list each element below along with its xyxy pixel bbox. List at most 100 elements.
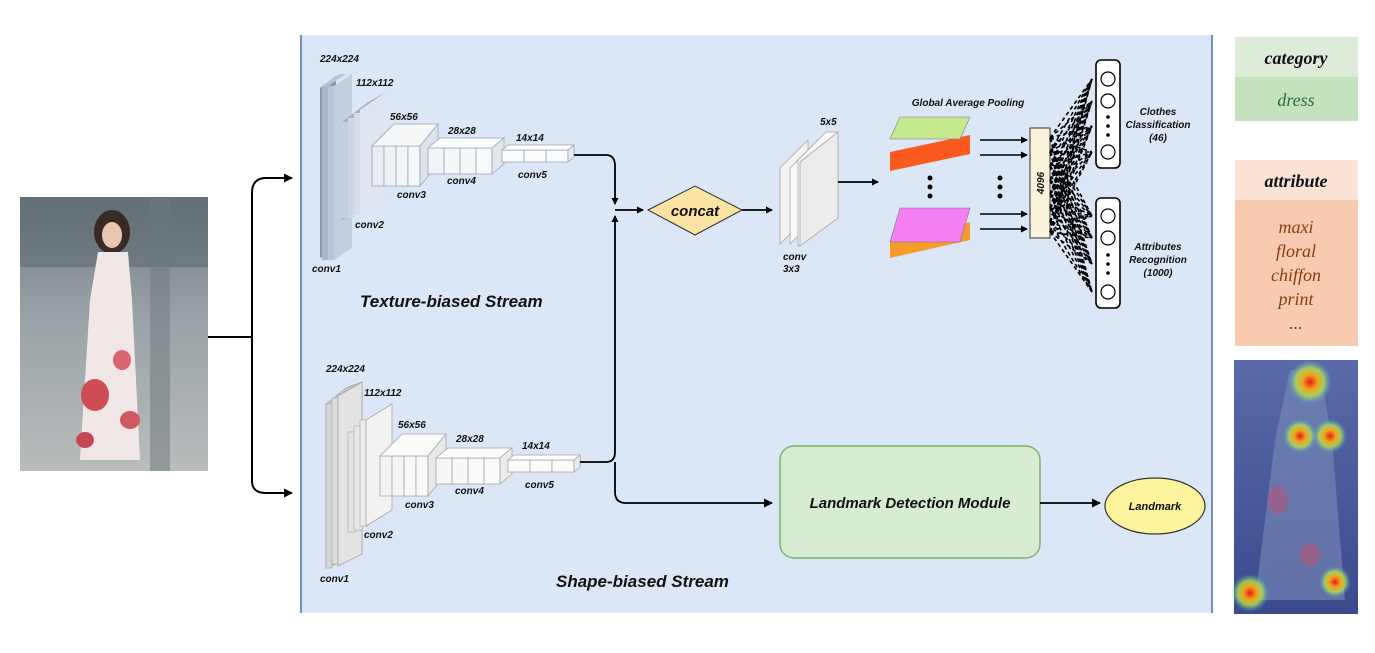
- texture-to-concat-arrow: [574, 154, 619, 205]
- texture-size-28: 28x28: [447, 126, 476, 137]
- texture-stream-title: Texture-biased Stream: [360, 292, 543, 311]
- fc-dashed-line: [1049, 207, 1093, 265]
- fc-dashed-line: [1049, 215, 1093, 233]
- input-branch-lines: [208, 193, 253, 481]
- concat-label: concat: [671, 203, 720, 220]
- shape-size-56: 56x56: [398, 420, 426, 431]
- fc-dashed-line: [1049, 207, 1093, 293]
- fc-dashed-line: [1049, 165, 1093, 265]
- fc-dashed-line: [1049, 125, 1093, 209]
- shape-stream-title: Shape-biased Stream: [556, 572, 729, 591]
- fc-dashed-line: [1049, 215, 1093, 223]
- texture-conv-blocks: [320, 74, 576, 260]
- texture-layer-conv3: conv3: [397, 190, 426, 201]
- fc-dashed-line: [1049, 100, 1093, 139]
- gap-map-orange-red: [890, 135, 970, 171]
- fc-dashed-line: [1049, 78, 1093, 233]
- texture-size-112: 112x112: [356, 78, 394, 89]
- fc-dashed-line: [1049, 125, 1093, 233]
- texture-layer-conv4: conv4: [447, 176, 476, 187]
- fc-dashed-line: [1049, 125, 1093, 223]
- attribute-value-box: [1235, 200, 1358, 346]
- fc-label: 4096: [1036, 171, 1047, 195]
- fc-dashed-line: [1049, 78, 1093, 223]
- texture-size-224: 224x224: [319, 54, 359, 65]
- fc-dashed-line: [1049, 151, 1093, 265]
- attributes-label-line2: Recognition: [1129, 255, 1187, 266]
- fc-dashed-line: [1049, 151, 1093, 181]
- fc-dashed-line: [1049, 125, 1093, 153]
- attribute-value-1: maxi: [1279, 217, 1314, 237]
- fc-dashed-connections: [1049, 78, 1093, 293]
- fc-dashed-line: [1049, 151, 1093, 217]
- classification-label-line3: (46): [1149, 133, 1167, 144]
- fc-dashed-line: [1049, 125, 1093, 181]
- gap-label: Global Average Pooling: [912, 98, 1024, 109]
- shape-to-landmark-arrow: [614, 462, 773, 508]
- fusion-conv-size: 5x5: [820, 117, 837, 128]
- attributes-label-line3: (1000): [1144, 268, 1174, 279]
- fusion-conv-block: [779, 131, 839, 247]
- fc-dashed-line: [1049, 100, 1093, 233]
- fc-dashed-line: [1049, 165, 1093, 217]
- fc-dashed-line: [1049, 100, 1093, 195]
- shape-layer-conv5: conv5: [525, 480, 554, 491]
- classification-neurons: [1095, 59, 1121, 169]
- shape-layer-conv3: conv3: [405, 500, 434, 511]
- attribute-value-4: print: [1276, 289, 1314, 309]
- gap-to-fc-arrows: [980, 136, 1028, 233]
- fc-dashed-line: [1049, 125, 1093, 195]
- attribute-value-5: ...: [1289, 313, 1303, 333]
- category-value-box: [1235, 77, 1358, 121]
- landmark-module-label: Landmark Detection Module: [810, 495, 1011, 512]
- gap-map-pink: [889, 207, 971, 243]
- input-to-texture-arrow: [251, 173, 293, 194]
- fc-layer: [1029, 127, 1051, 239]
- fc-dashed-line: [1049, 231, 1093, 239]
- texture-size-56: 56x56: [390, 112, 418, 123]
- shape-size-112: 112x112: [364, 388, 402, 399]
- shape-size-224: 224x224: [325, 364, 365, 375]
- landmark-detection-module: [779, 445, 1041, 559]
- classification-label-line1: Clothes: [1140, 107, 1177, 118]
- category-value: dress: [1277, 90, 1314, 110]
- input-image: [20, 197, 208, 471]
- landmark-output-label: Landmark: [1129, 501, 1182, 513]
- shape-layer-conv2: conv2: [364, 530, 393, 541]
- fc-dashed-line: [1049, 207, 1093, 239]
- category-header-box: [1235, 37, 1358, 77]
- shape-size-28: 28x28: [455, 434, 484, 445]
- shape-conv-blocks: [325, 381, 582, 569]
- texture-layer-conv5: conv5: [518, 170, 547, 181]
- fc-dashed-line: [1049, 100, 1093, 223]
- attribute-neurons: [1095, 197, 1121, 309]
- input-to-shape-arrow: [251, 480, 293, 498]
- landmark-output: [1104, 477, 1206, 535]
- shape-to-concat-arrow: [580, 215, 619, 463]
- landmark-heatmap-image: [1231, 360, 1358, 614]
- fusion-conv-label: conv: [783, 252, 808, 263]
- fc-dashed-line: [1049, 231, 1093, 265]
- texture-layer-conv2: conv2: [355, 220, 384, 231]
- fc-dashed-line: [1049, 193, 1093, 217]
- fc-dashed-line: [1049, 179, 1093, 239]
- attribute-value-2: floral: [1276, 241, 1316, 261]
- fc-dashed-line: [1049, 78, 1093, 181]
- gap-map-green: [889, 116, 971, 140]
- attributes-label-line1: Attributes: [1133, 242, 1182, 253]
- shape-layer-conv4: conv4: [455, 486, 484, 497]
- classification-label-line2: Classification: [1125, 120, 1190, 131]
- network-panel: [300, 35, 1213, 613]
- gap-ellipsis-dots: [927, 175, 1003, 199]
- fc-dashed-line: [1049, 151, 1093, 233]
- fc-dashed-line: [1049, 231, 1093, 293]
- shape-layer-conv1: conv1: [320, 574, 349, 585]
- category-header: category: [1265, 48, 1329, 68]
- fc-dashed-line: [1049, 78, 1093, 153]
- attribute-header-box: [1235, 160, 1358, 200]
- fusion-conv-kernel: 3x3: [783, 264, 800, 275]
- fc-dashed-line: [1049, 78, 1093, 167]
- attribute-value-3: chiffon: [1271, 265, 1321, 285]
- texture-size-14: 14x14: [516, 133, 544, 144]
